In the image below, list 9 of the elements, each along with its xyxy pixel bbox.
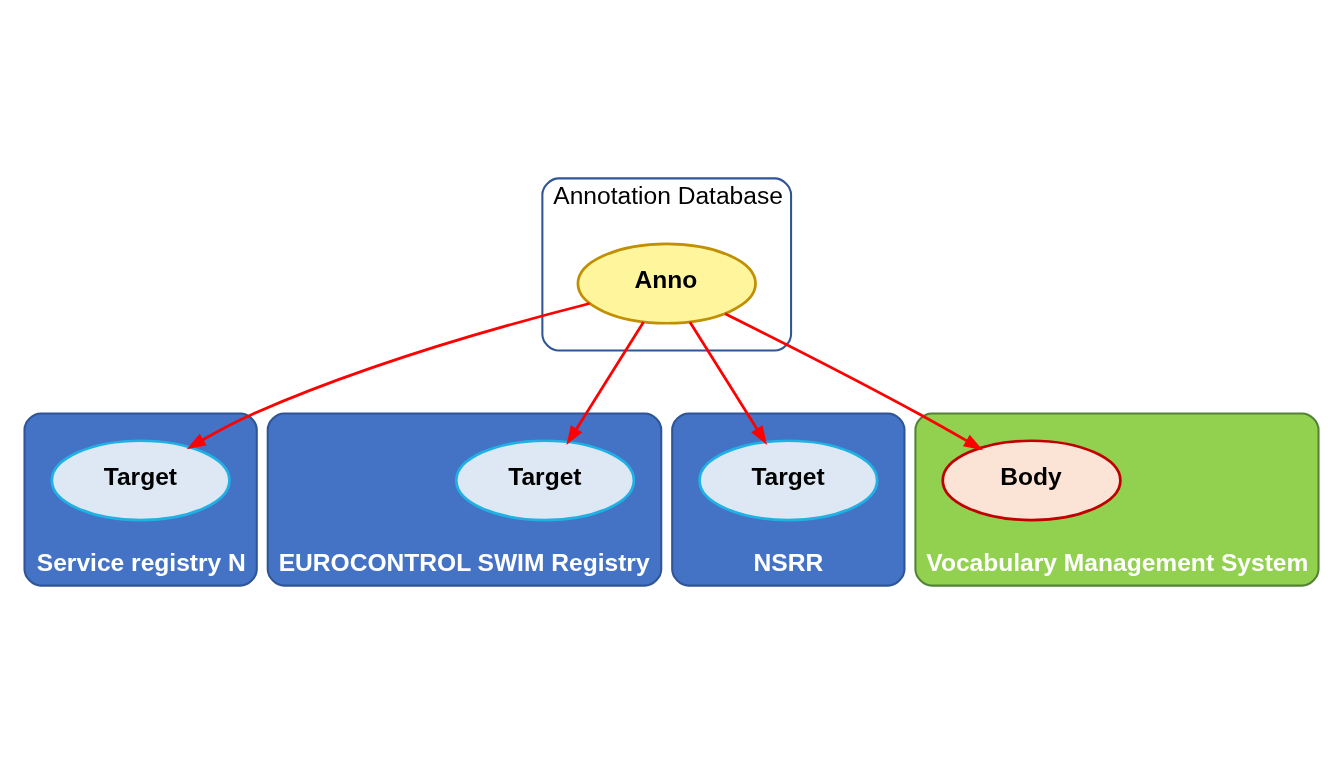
node-ellipse: Target (50, 439, 231, 522)
arrow (688, 321, 768, 446)
node-ellipse: Anno (576, 242, 757, 325)
arrow (724, 312, 983, 451)
arrow (186, 302, 590, 450)
node-ellipse: Target (698, 439, 879, 522)
arrow (566, 321, 645, 446)
node-ellipse: Target (454, 439, 636, 522)
node-ellipse: Body (941, 439, 1122, 522)
